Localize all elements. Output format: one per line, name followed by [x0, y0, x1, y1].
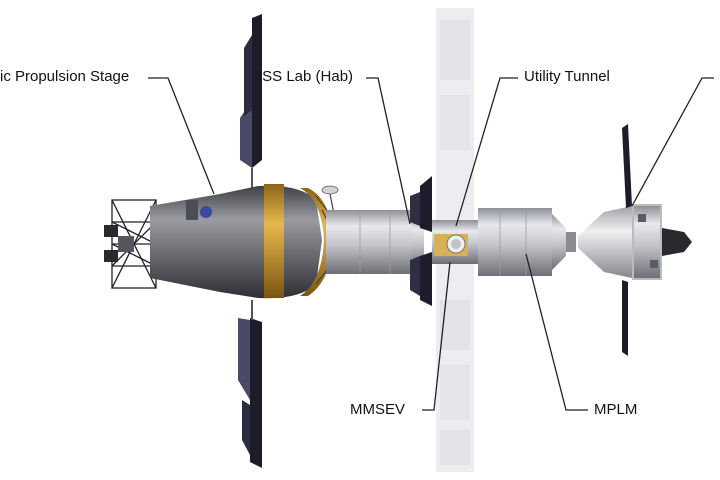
- antenna: [321, 185, 339, 215]
- utility-tunnel: [432, 220, 482, 264]
- lower-solar-array: [238, 300, 262, 468]
- leader-utility-tunnel: [455, 77, 518, 227]
- capsule-solar-arrays: [622, 124, 632, 356]
- leader-mmsev: [422, 261, 451, 411]
- leader-propulsion-stage: [148, 77, 215, 195]
- leader-capsule: [631, 77, 714, 207]
- leader-mplm: [525, 253, 588, 411]
- label-mmsev: MMSEV: [350, 401, 406, 418]
- upper-solar-array: [240, 14, 262, 190]
- leader-iss-lab: [366, 77, 411, 225]
- label-iss-lab: ISS Lab (Hab): [258, 68, 354, 85]
- label-mplm: MPLM: [594, 401, 638, 418]
- propulsion-stage-body: [150, 184, 332, 299]
- mplm-module: [478, 208, 576, 276]
- leader-lines: [148, 77, 714, 411]
- label-propulsion-stage: ic Propulsion Stage: [0, 68, 130, 85]
- engine-nozzles: [104, 225, 134, 262]
- iss-lab-module: [326, 210, 424, 274]
- mmsev-solar-panels: [410, 176, 432, 306]
- crew-capsule: [578, 204, 692, 280]
- label-utility-tunnel: Utility Tunnel: [524, 68, 610, 85]
